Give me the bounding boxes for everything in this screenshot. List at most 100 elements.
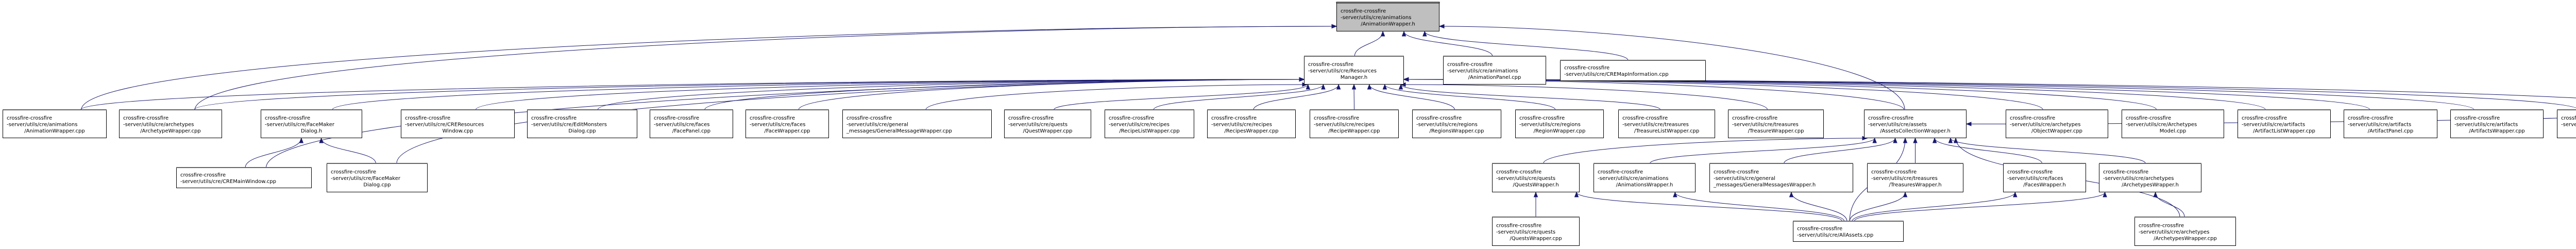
arrowhead-icon <box>1367 84 1372 90</box>
file-node-server-utils-cre-treasures-treasurelistwrapper-cpp[interactable]: crossfire-crossfire-server/utils/cre/tre… <box>1618 109 1715 138</box>
node-label-line: /AssetsCollectionWrapper.h <box>1880 128 1951 134</box>
file-node-server-utils-cre-artifacts-artifactwrapper-cpp[interactable]: crossfire-crossfire-server/utils/cre/art… <box>2557 109 2576 138</box>
file-node-server-utils-cre-general-messages-generalmessagewrapper-cpp[interactable]: crossfire-crossfire-server/utils/cre/gen… <box>842 109 992 138</box>
node-label-line: Dialog.cpp <box>568 128 596 134</box>
arrowhead-icon <box>1913 137 1918 143</box>
file-node-server-utils-cre-resourcesmanager-h[interactable]: crossfire-crossfire-server/utils/cre/Res… <box>1304 56 1404 85</box>
file-node-server-utils-cre-artifacts-artifactlistwrapper-cpp[interactable]: crossfire-crossfire-server/utils/cre/art… <box>2238 109 2331 138</box>
node-label-line: crossfire-crossfire <box>7 115 52 121</box>
file-node-server-utils-cre-artifacts-artifactswrapper-cpp[interactable]: crossfire-crossfire-server/utils/cre/art… <box>2450 109 2544 138</box>
node-label-line: Dialog.h <box>301 128 322 134</box>
file-node-server-utils-cre-cremainwindow-cpp[interactable]: crossfire-crossfire-server/utils/cre/CRE… <box>176 167 312 188</box>
file-node-server-utils-cre-quests-questwrapper-cpp[interactable]: crossfire-crossfire-server/utils/cre/que… <box>1004 109 1091 138</box>
node-label-line: -server/utils/cre/general <box>1714 176 1775 181</box>
file-node-server-utils-cre-archetypes-archetypewrapper-cpp[interactable]: crossfire-crossfire-server/utils/cre/arc… <box>119 109 222 138</box>
file-node-server-utils-cre-faces-facepanel-cpp[interactable]: crossfire-crossfire-server/utils/cre/fac… <box>650 109 733 138</box>
file-node-server-utils-cre-facemakerdialog-h[interactable]: crossfire-crossfire-server/utils/cre/Fac… <box>261 109 362 138</box>
node-box <box>1594 163 1696 192</box>
node-label-line: -server/utils/cre/artifacts <box>2454 122 2518 127</box>
file-node-server-utils-cre-archetypesmodel-cpp[interactable]: crossfire-crossfire-server/utils/cre/Arc… <box>2122 109 2224 138</box>
node-label-line: crossfire-crossfire <box>1797 226 1842 232</box>
node-box <box>1728 110 1824 138</box>
arrowhead-icon <box>1403 77 1409 82</box>
file-node-server-utils-cre-treasures-treasurewrapper-cpp[interactable]: crossfire-crossfire-server/utils/cre/tre… <box>1728 109 1824 138</box>
file-node-server-utils-cre-regions-regionswrapper-cpp[interactable]: crossfire-crossfire-server/utils/cre/reg… <box>1412 109 1501 138</box>
node-top-border <box>1310 109 1399 110</box>
include-edge <box>1533 191 1538 217</box>
node-label-line: -server/utils/cre/treasures <box>1732 122 1799 127</box>
arrowhead-icon <box>1382 84 1387 90</box>
file-node-server-utils-cre-recipes-recipewrapper-cpp[interactable]: crossfire-crossfire-server/utils/cre/rec… <box>1310 109 1399 138</box>
node-top-border <box>527 109 637 110</box>
file-node-server-utils-cre-archetypes-archetypeswrapper-h[interactable]: crossfire-crossfire-server/utils/cre/arc… <box>2099 163 2201 192</box>
node-label-line: crossfire-crossfire <box>1868 115 1913 121</box>
file-node-server-utils-cre-assets-assetscollectionwrapper-h[interactable]: crossfire-crossfire-server/utils/cre/ass… <box>1864 109 1967 138</box>
node-label-line: Manager.h <box>1341 75 1367 80</box>
file-node-server-utils-cre-recipes-recipeswrapper-cpp[interactable]: crossfire-crossfire-server/utils/cre/rec… <box>1207 109 1296 138</box>
include-edge <box>1422 30 1629 61</box>
node-box <box>3 110 107 138</box>
node-box <box>119 110 222 138</box>
node-box <box>1515 110 1604 138</box>
arrowhead-icon <box>1948 137 1953 143</box>
node-label-line: -server/utils/cre/FaceMaker <box>265 122 335 127</box>
file-node-server-utils-cre-quests-questswrapper-h[interactable]: crossfire-crossfire-server/utils/cre/que… <box>1492 163 1580 192</box>
node-label-line: -server/utils/cre/CREResources <box>405 122 484 127</box>
node-label-line: crossfire-crossfire <box>2007 169 2053 175</box>
file-node-server-utils-cre-allassets-cpp[interactable]: crossfire-crossfire-server/utils/cre/All… <box>1793 221 1904 242</box>
node-label-line: Dialog.cpp <box>363 182 391 188</box>
arrowhead-icon <box>2153 191 2158 197</box>
include-edge <box>1398 84 1661 110</box>
node-top-border <box>1207 109 1296 110</box>
file-node-server-utils-cre-creresourceswindow-cpp[interactable]: crossfire-crossfire-server/utils/cre/CRE… <box>401 109 515 138</box>
node-box <box>2557 110 2576 138</box>
node-top-border <box>2122 109 2224 110</box>
file-node-server-utils-cre-faces-faceswrapper-h[interactable]: crossfire-crossfire-server/utils/cre/fac… <box>2003 163 2086 192</box>
arrowhead-icon <box>1903 137 1908 143</box>
node-top-border <box>1867 163 1963 164</box>
node-top-border <box>327 163 428 164</box>
node-box <box>1310 110 1399 138</box>
arrowhead-icon <box>1673 191 1677 197</box>
node-label-line: crossfire-crossfire <box>1714 169 1759 175</box>
node-top-border <box>1412 109 1501 110</box>
node-label-line: /FacesWrapper.h <box>2023 182 2065 188</box>
file-node-server-utils-cre-cremapinformation-cpp[interactable]: crossfire-crossfire-server/utils/cre/CRE… <box>1560 60 1706 81</box>
file-node-server-utils-cre-general-messages-generalmessageswrapper-h[interactable]: crossfire-crossfire-server/utils/cre/gen… <box>1709 163 1853 192</box>
node-label-line: crossfire-crossfire <box>750 115 795 121</box>
node-label-line: crossfire-crossfire <box>2010 115 2055 121</box>
edge-line <box>2155 192 2185 218</box>
node-label-line: -server/utils/cre/regions <box>1519 122 1581 127</box>
node-label-line: crossfire-crossfire <box>2139 223 2184 228</box>
file-node-server-utils-cre-artifacts-artifactpanel-cpp[interactable]: crossfire-crossfire-server/utils/cre/art… <box>2344 109 2437 138</box>
include-edge <box>1948 137 2146 164</box>
node-box <box>1412 110 1501 138</box>
node-label-line: /AnimationWrapper.h <box>1361 21 1415 27</box>
edge-line <box>925 84 1308 110</box>
node-top-border <box>1728 109 1824 110</box>
edge-line <box>266 79 1304 168</box>
node-label-line: /FaceWrapper.cpp <box>764 128 810 134</box>
arrowhead-icon <box>1299 77 1305 82</box>
file-node-server-utils-cre-quests-questswrapper-cpp[interactable]: crossfire-crossfire-server/utils/cre/que… <box>1492 217 1580 246</box>
edge-line <box>1934 138 2042 164</box>
edge-line <box>704 79 1304 110</box>
node-box <box>1867 163 1963 192</box>
file-node-server-utils-cre-facemakerdialog-cpp[interactable]: crossfire-crossfire-server/utils/cre/Fac… <box>327 163 428 192</box>
file-node-server-utils-cre-animations-animationswrapper-h[interactable]: crossfire-crossfire-server/utils/cre/ani… <box>1594 163 1696 192</box>
file-node-server-utils-cre-regions-regionwrapper-cpp[interactable]: crossfire-crossfire-server/utils/cre/reg… <box>1515 109 1604 138</box>
file-node-server-utils-cre-archetypes-objectwrapper-cpp[interactable]: crossfire-crossfire-server/utils/cre/arc… <box>2006 109 2108 138</box>
file-node-server-utils-cre-faces-facewrapper-cpp[interactable]: crossfire-crossfire-server/utils/cre/fac… <box>745 109 829 138</box>
file-node-server-utils-cre-animations-animationpanel-cpp[interactable]: crossfire-crossfire-server/utils/cre/ani… <box>1443 56 1546 85</box>
arrowhead-icon <box>1965 122 1972 126</box>
file-node-server-utils-cre-recipes-recipelistwrapper-cpp[interactable]: crossfire-crossfire-server/utils/cre/rec… <box>1105 109 1194 138</box>
include-edge <box>1789 191 1848 222</box>
include-edge <box>1351 84 1357 110</box>
file-node-server-utils-cre-treasures-treasureswrapper-h[interactable]: crossfire-crossfire-server/utils/cre/tre… <box>1867 163 1963 192</box>
node-label-line: crossfire-crossfire <box>1496 169 1541 175</box>
file-node-server-utils-cre-animations-animationwrapper-cpp[interactable]: crossfire-crossfire-server/utils/cre/ani… <box>3 109 107 138</box>
file-node-server-utils-cre-editmonstersdialog-cpp[interactable]: crossfire-crossfire-server/utils/cre/Edi… <box>527 109 637 138</box>
file-node-server-utils-cre-archetypes-archetypeswrapper-cpp[interactable]: crossfire-crossfire-server/utils/cre/arc… <box>2134 217 2236 246</box>
edge-line <box>1400 84 1768 110</box>
arrowhead-icon <box>1789 191 1794 197</box>
